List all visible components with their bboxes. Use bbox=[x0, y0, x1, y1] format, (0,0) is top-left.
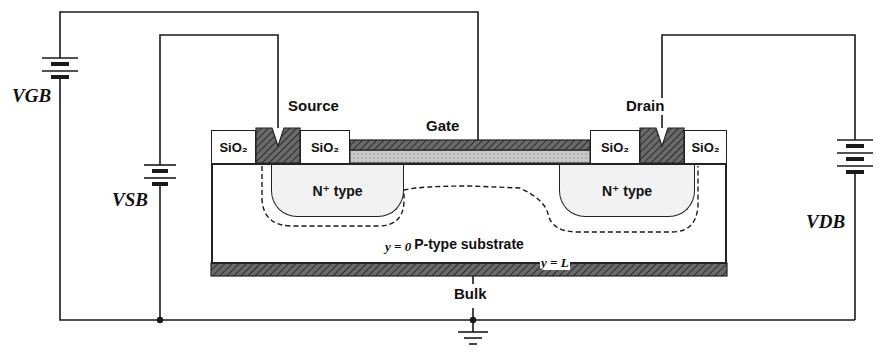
region-label: SiO₂ bbox=[219, 140, 247, 155]
vsb-lower-wire bbox=[159, 185, 161, 320]
gate-stack bbox=[350, 140, 590, 150]
battery-symbols bbox=[144, 177, 176, 179]
drain-contact-metal bbox=[640, 128, 684, 163]
source-contact-metal bbox=[256, 128, 300, 163]
battery-symbols bbox=[152, 182, 168, 186]
junction-dots bbox=[470, 317, 476, 323]
position-label: y = L bbox=[540, 256, 570, 270]
bulk-wire bbox=[472, 276, 474, 284]
depletion-boundary bbox=[262, 166, 698, 232]
battery-symbols bbox=[846, 144, 864, 148]
n-plus-region: N⁺ type bbox=[271, 165, 404, 217]
gate-stack bbox=[350, 140, 590, 163]
oxide-region: SiO₂ bbox=[684, 130, 727, 164]
junction-dots bbox=[157, 317, 476, 323]
battery-symbols bbox=[152, 169, 168, 173]
gate-wire bbox=[60, 12, 478, 140]
vdb-lower-wire bbox=[854, 172, 856, 320]
bulk-contact bbox=[211, 263, 727, 276]
n-plus-region: N⁺ type bbox=[559, 165, 695, 217]
battery-symbols bbox=[837, 152, 873, 154]
region-label: SiO₂ bbox=[311, 140, 339, 155]
oxide-region: SiO₂ bbox=[300, 130, 350, 164]
source-wire bbox=[160, 35, 278, 165]
drain-contact-metal bbox=[640, 128, 684, 163]
gate-stack bbox=[350, 150, 590, 163]
region-label: P-type substrate bbox=[414, 236, 524, 252]
battery-symbols bbox=[51, 62, 69, 66]
ground-symbol bbox=[458, 331, 488, 333]
battery-symbols bbox=[42, 70, 78, 72]
voltage-label: VSB bbox=[112, 190, 148, 211]
region-label: SiO₂ bbox=[691, 140, 719, 155]
junction-dots bbox=[157, 317, 163, 323]
battery-symbols bbox=[51, 75, 69, 79]
terminal-name: Bulk bbox=[452, 286, 489, 303]
substrate-region: P-type substrate N⁺ type N⁺ type bbox=[211, 163, 727, 264]
source-contact-metal bbox=[256, 128, 300, 163]
terminal-name: Gate bbox=[424, 118, 461, 135]
battery-symbols bbox=[837, 165, 873, 167]
vgb-lower-wire bbox=[60, 78, 855, 320]
depletion-boundary bbox=[262, 166, 698, 232]
region-label: N⁺ type bbox=[602, 183, 652, 199]
oxide-region: SiO₂ bbox=[211, 130, 256, 164]
voltage-label: VGB bbox=[12, 86, 51, 107]
terminal-name: Drain bbox=[624, 98, 666, 115]
wires bbox=[60, 12, 855, 332]
ground-symbol bbox=[464, 337, 482, 339]
region-label: N⁺ type bbox=[312, 183, 362, 199]
battery-symbols bbox=[846, 170, 864, 174]
ground-symbol bbox=[469, 343, 477, 345]
battery-symbols bbox=[837, 139, 873, 141]
ground-symbol bbox=[458, 332, 488, 344]
position-label: y = 0 bbox=[384, 240, 412, 254]
terminal-name: Source bbox=[286, 98, 341, 115]
battery-symbols bbox=[846, 157, 864, 161]
voltage-label: VDB bbox=[806, 212, 845, 233]
oxide-region: SiO₂ bbox=[590, 130, 640, 164]
region-label: SiO₂ bbox=[601, 140, 629, 155]
battery-symbols bbox=[42, 57, 78, 59]
drain-wire bbox=[662, 35, 855, 140]
battery-symbols bbox=[144, 164, 176, 166]
